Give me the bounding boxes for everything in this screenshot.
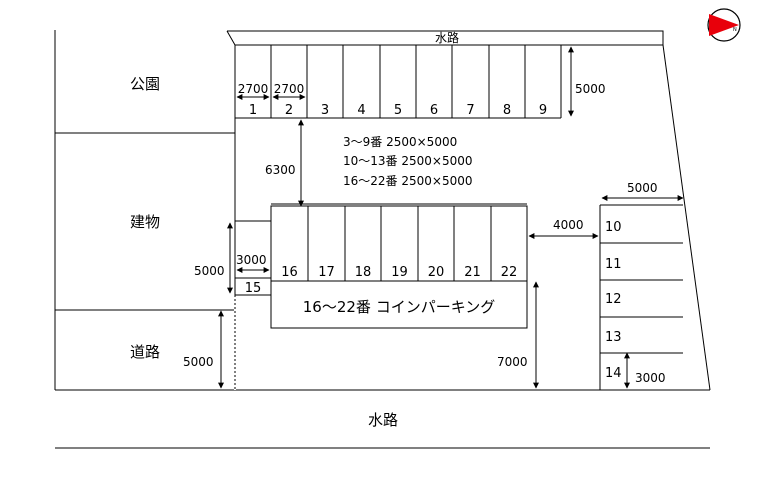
road-label: 道路: [130, 343, 160, 361]
dim-space14-width: 3000: [635, 371, 666, 385]
top-row-labels: 1 2 3 4 5 6 7 8 9: [249, 103, 547, 118]
coin-parking-dividers: [270, 206, 528, 281]
coin-parking-space-label: 21: [464, 265, 481, 280]
right-column-space-label: 14: [605, 366, 622, 381]
top-waterway-outline: [227, 30, 664, 45]
right-column-dividers: [600, 204, 683, 354]
right-column-space-label: 11: [605, 257, 622, 272]
right-boundary-line: [662, 44, 711, 391]
top-row-space-label: 1: [249, 103, 257, 118]
coin-parking-space-label: 20: [428, 265, 445, 280]
dim-road-width: 5000: [183, 355, 214, 369]
dim-space1-width: 2700: [238, 82, 269, 96]
building-label: 建物: [130, 213, 160, 231]
right-column-space-label: 10: [605, 220, 622, 235]
top-waterway-label: 水路: [435, 30, 459, 45]
coin-parking-space-label: 22: [501, 265, 518, 280]
note-line-2: 10〜13番 2500×5000: [343, 154, 473, 168]
top-row-space-label: 4: [357, 103, 365, 118]
top-row-space-label: 8: [503, 103, 511, 118]
dim-space2-width: 2700: [274, 82, 305, 96]
top-row-space-label: 6: [430, 103, 438, 118]
right-column-labels: 10 11 12 13 14: [605, 220, 622, 381]
coin-parking-space-label: 19: [391, 265, 408, 280]
dim-space15-width: 3000: [236, 253, 267, 267]
coin-parking-space-label: 18: [355, 265, 372, 280]
space-15: 15: [245, 281, 262, 296]
top-row-space-label: 9: [539, 103, 547, 118]
dim-top-depth: 5000: [575, 82, 606, 96]
park-label: 公園: [130, 75, 160, 93]
dim-gap: 4000: [553, 218, 584, 232]
top-row-space-label: 3: [321, 103, 329, 118]
svg-text:N: N: [733, 27, 737, 33]
top-row-space-label: 5: [394, 103, 402, 118]
dim-space15-depth: 5000: [194, 264, 225, 278]
north-arrow-icon: N: [707, 8, 741, 42]
coin-parking-label: 16〜22番 コインパーキング: [303, 298, 496, 316]
top-row-space-label: 2: [285, 103, 293, 118]
top-row-dividers: [234, 45, 562, 118]
bottom-waterway-label: 水路: [368, 411, 398, 429]
coin-parking-labels: 16 17 18 19 20 21 22: [281, 265, 517, 280]
note-line-3: 16〜22番 2500×5000: [343, 174, 473, 188]
dim-right-width: 5000: [627, 181, 658, 195]
top-row-space-label: 7: [466, 103, 474, 118]
coin-parking-space-label: 17: [318, 265, 335, 280]
right-column-space-label: 12: [605, 292, 622, 307]
top-waterway-slant: [226, 30, 236, 46]
dim-lower: 7000: [497, 355, 528, 369]
right-column-space-label: 13: [605, 330, 622, 345]
note-line-1: 3〜9番 2500×5000: [343, 135, 457, 149]
dim-aisle: 6300: [265, 163, 296, 177]
coin-parking-space-label: 16: [281, 265, 298, 280]
